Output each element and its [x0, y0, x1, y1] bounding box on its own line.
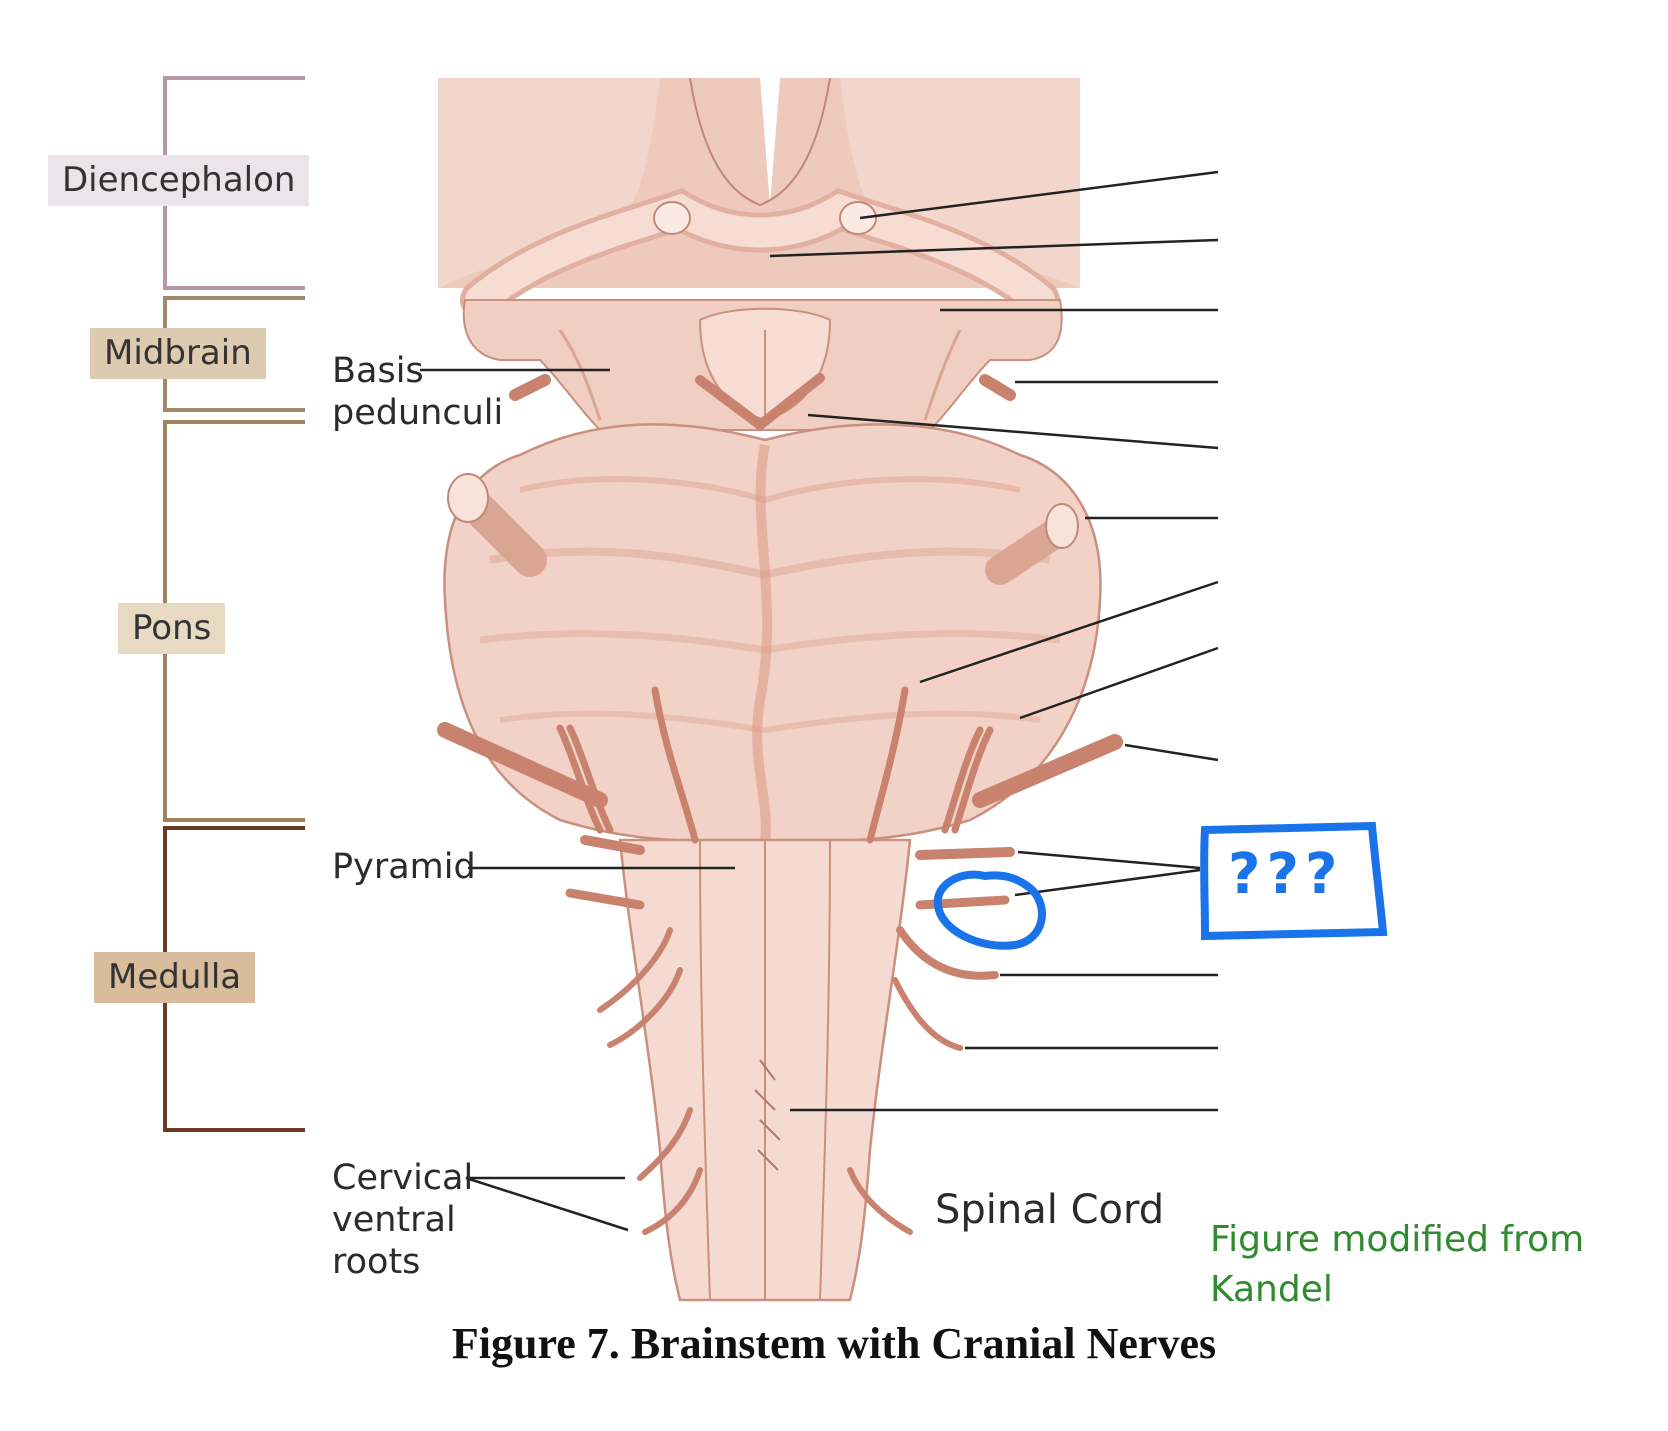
nerve-root [695, 373, 825, 432]
region-label-midbrain: Midbrain [90, 328, 266, 379]
nerve-root [566, 724, 614, 834]
leader-line [919, 580, 1219, 684]
diencephalon-tissue [438, 77, 1080, 320]
nerve-root [651, 686, 699, 844]
label-basis-pedunculi: Basis pedunculi [332, 350, 503, 434]
leader-line [859, 170, 1219, 220]
label-line: roots [332, 1242, 421, 1282]
leader-line [769, 238, 1219, 258]
nerve-root [892, 977, 963, 1051]
region-label-medulla: Medulla [94, 952, 256, 1003]
nerve-root [509, 374, 551, 401]
annotation-circle [933, 870, 1046, 950]
label-spinal-cord: Spinal Cord [935, 1187, 1165, 1233]
nerve-root [979, 374, 1016, 401]
nerve-root [437, 722, 608, 808]
nerve-root [565, 888, 645, 910]
label-pyramid: Pyramid [332, 847, 476, 887]
leader-line [1019, 646, 1219, 720]
annotation-box [1200, 821, 1388, 941]
leader-lines [420, 170, 1219, 1232]
credit-line: Figure modified from [1210, 1219, 1585, 1260]
nerve-root [915, 847, 1015, 860]
leader-line [807, 413, 1219, 450]
figure-credit: Figure modified from Kandel [1210, 1215, 1584, 1316]
leader-line [1017, 850, 1201, 870]
label-line: ventral [332, 1200, 456, 1240]
nerve-root [896, 926, 999, 980]
handwritten-annotation [933, 821, 1388, 950]
region-label-diencephalon: Diencephalon [48, 155, 310, 206]
nerve-root [941, 726, 984, 834]
nerve-root [597, 927, 673, 1013]
leader-line [1124, 743, 1219, 762]
medulla-tissue [618, 838, 912, 1302]
leader-line [1014, 868, 1201, 897]
nerve-root [642, 1167, 703, 1235]
region-label-pons: Pons [118, 603, 226, 654]
annotation-text: ??? [1228, 842, 1344, 907]
leader-line [465, 1176, 629, 1232]
nerve-root [915, 895, 1010, 910]
figure-caption: Figure 7. Brainstem with Cranial Nerves [451, 1319, 1217, 1368]
nerve-root [637, 1107, 693, 1181]
nerve-root [847, 1167, 913, 1235]
label-line: Cervical [332, 1158, 474, 1198]
nerve-root [951, 726, 994, 834]
label-line: pedunculi [332, 393, 504, 433]
credit-line: Kandel [1210, 1269, 1333, 1311]
cranial-nerves [437, 373, 1123, 1235]
nerve-root [866, 686, 909, 844]
pons-tissue [443, 423, 1102, 844]
nerve-root [607, 967, 683, 1048]
midbrain-tissue [462, 299, 1063, 431]
label-cervical-ventral-roots: Cervical ventral roots [332, 1157, 473, 1283]
nerve-root [556, 724, 604, 834]
nerve-root [972, 734, 1123, 808]
label-line: Basis [332, 351, 424, 391]
nerve-root [580, 835, 645, 855]
